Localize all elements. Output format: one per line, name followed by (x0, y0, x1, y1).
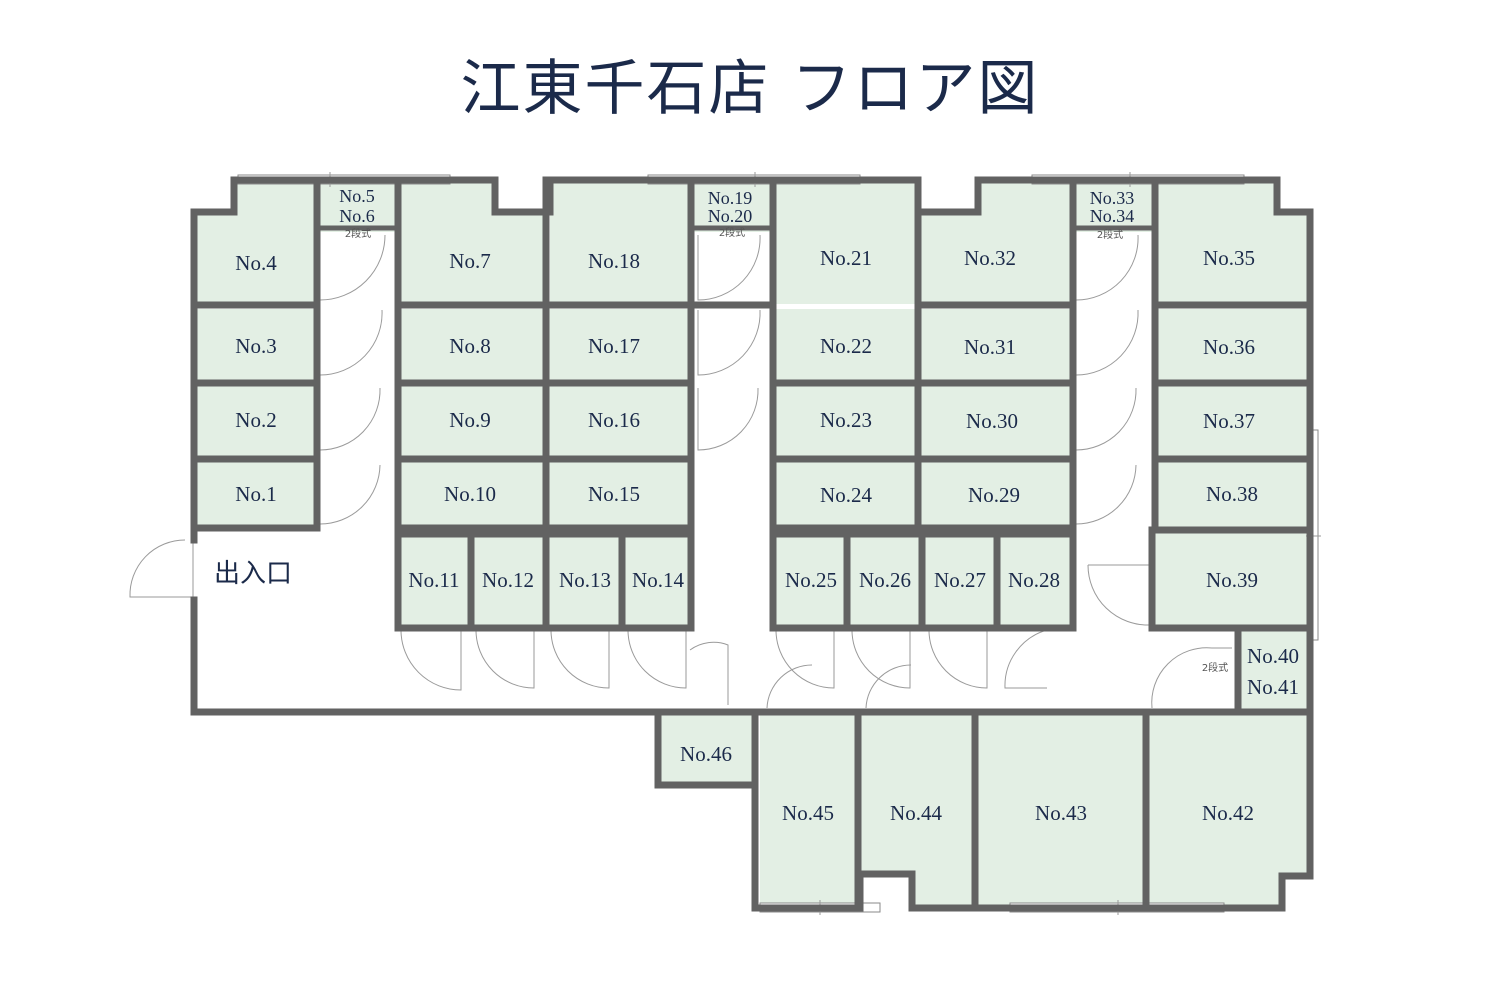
room-label-35: No.35 (1203, 246, 1255, 270)
room-label-15: No.15 (588, 482, 640, 506)
room-label-34: No.34 (1090, 206, 1135, 226)
room-label-2: No.2 (235, 408, 276, 432)
room-label-9: No.9 (449, 408, 490, 432)
room-label-17: No.17 (588, 334, 640, 358)
room-label-19: No.19 (708, 188, 753, 208)
room-label-31: No.31 (964, 335, 1016, 359)
room-label-24: No.24 (820, 483, 872, 507)
room-label-22: No.22 (820, 334, 872, 358)
room-label-25: No.25 (785, 568, 837, 592)
walls (190, 176, 1314, 912)
room-label-33: No.33 (1090, 188, 1135, 208)
room-label-5: No.5 (339, 186, 375, 206)
room-label-4: No.4 (235, 251, 277, 275)
room-label-11: No.11 (408, 568, 459, 592)
room-label-16: No.16 (588, 408, 640, 432)
room-label-7: No.7 (449, 249, 490, 273)
two-tier-note-3: 2段式 (1097, 228, 1123, 241)
page-title: 江東千石店 フロア図 (460, 54, 1040, 124)
room-label-12: No.12 (482, 568, 534, 592)
room-label-36: No.36 (1203, 335, 1255, 359)
room-label-41: No.41 (1247, 675, 1299, 699)
room-label-14: No.14 (632, 568, 684, 592)
room-label-1: No.1 (235, 482, 276, 506)
room-label-26: No.26 (859, 568, 911, 592)
room-label-6: No.6 (339, 206, 375, 226)
room-label-37: No.37 (1203, 409, 1255, 433)
room-label-30: No.30 (966, 409, 1018, 433)
room-labels: No.4 No.5 No.6 2段式 No.3 No.2 No.1 No.7 N… (214, 186, 1299, 825)
two-tier-note-4: 2段式 (1202, 661, 1228, 674)
room-label-28: No.28 (1008, 568, 1060, 592)
door-swings (129, 234, 1232, 709)
room-label-21: No.21 (820, 246, 872, 270)
room-label-23: No.23 (820, 408, 872, 432)
room-label-46: No.46 (680, 742, 732, 766)
room-label-45: No.45 (782, 801, 834, 825)
room-label-42: No.42 (1202, 801, 1254, 825)
room-label-3: No.3 (235, 334, 276, 358)
room-label-29: No.29 (968, 483, 1020, 507)
two-tier-note-2: 2段式 (719, 226, 745, 239)
room-label-18: No.18 (588, 249, 640, 273)
room-label-38: No.38 (1206, 482, 1258, 506)
room-label-20: No.20 (708, 206, 753, 226)
room-label-32: No.32 (964, 246, 1016, 270)
entrance-label: 出入口 (214, 559, 292, 589)
room-label-13: No.13 (559, 568, 611, 592)
room-label-39: No.39 (1206, 568, 1258, 592)
room-label-8: No.8 (449, 334, 490, 358)
room-label-40: No.40 (1247, 644, 1299, 668)
two-tier-note-1: 2段式 (345, 227, 371, 240)
room-label-10: No.10 (444, 482, 496, 506)
room-label-27: No.27 (934, 568, 986, 592)
room-label-43: No.43 (1035, 801, 1087, 825)
room-label-44: No.44 (890, 801, 942, 825)
